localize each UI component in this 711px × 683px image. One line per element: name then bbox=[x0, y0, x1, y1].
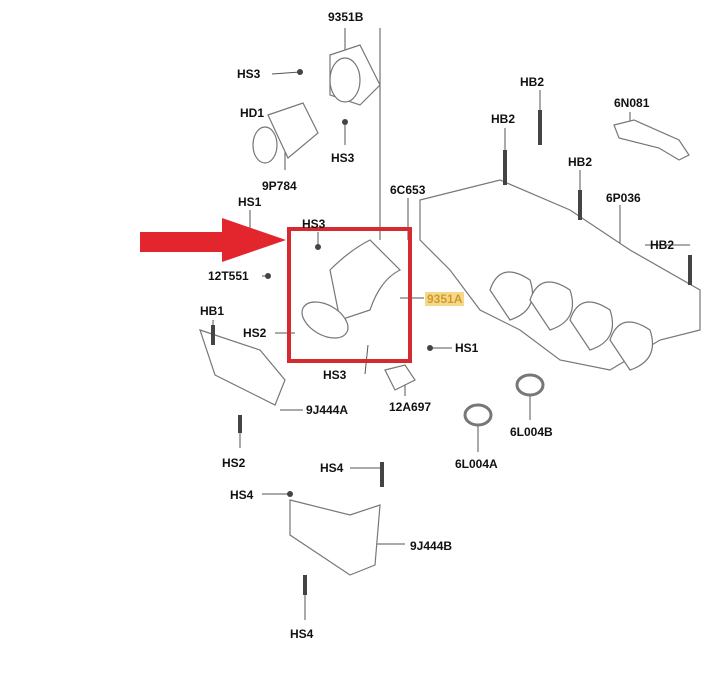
part-label-hs3: HS3 bbox=[323, 368, 347, 382]
part-label-hs1: HS1 bbox=[455, 341, 479, 355]
part-label-hs3: HS3 bbox=[331, 151, 355, 165]
part-label-12A697: 12A697 bbox=[389, 400, 432, 414]
part-label-hb2: HB2 bbox=[491, 112, 516, 126]
part-label-hs3: HS3 bbox=[302, 217, 326, 231]
part-label-9J444B: 9J444B bbox=[410, 539, 453, 553]
part-label-9J444A: 9J444A bbox=[306, 403, 349, 417]
part-label-hs2: HS2 bbox=[222, 456, 246, 470]
part-label-hb1: HB1 bbox=[200, 304, 225, 318]
part-label-6C653: 6C653 bbox=[390, 183, 426, 197]
part-label-hb2: HB2 bbox=[520, 75, 545, 89]
part-label-6P036: 6P036 bbox=[606, 191, 641, 205]
part-label-hs4: HS4 bbox=[230, 488, 254, 502]
part-label-6L004B: 6L004B bbox=[510, 425, 553, 439]
part-label-hs2: HS2 bbox=[243, 326, 267, 340]
part-label-6L004A: 6L004A bbox=[455, 457, 498, 471]
part-label-hb2: HB2 bbox=[568, 155, 593, 169]
part-label-hb2: HB2 bbox=[650, 238, 675, 252]
part-label-hs4: HS4 bbox=[320, 461, 344, 475]
part-label-hs4: HS4 bbox=[290, 627, 314, 641]
part-label-9351A-highlighted: 9351A bbox=[425, 292, 465, 306]
part-label-9351B: 9351B bbox=[328, 10, 364, 24]
part-label-9P784: 9P784 bbox=[262, 179, 297, 193]
part-label-12T551: 12T551 bbox=[208, 269, 249, 283]
part-label-hs3: HS3 bbox=[237, 67, 261, 81]
part-label-hd1: HD1 bbox=[240, 106, 265, 120]
part-label-6N081: 6N081 bbox=[614, 96, 650, 110]
part-label-hs1: HS1 bbox=[238, 195, 262, 209]
